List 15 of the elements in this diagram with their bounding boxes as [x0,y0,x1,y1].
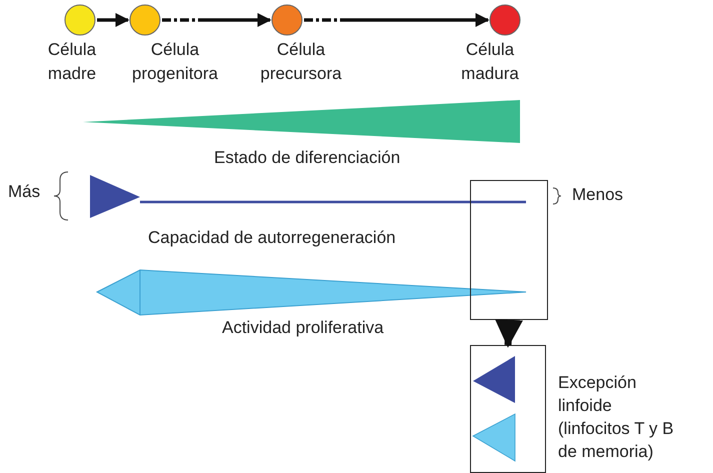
scale-label: Menos [572,185,624,205]
arrow [495,319,523,348]
note-text: Excepción linfoide (linfocitos T y B de memoria) [558,372,675,463]
scale-label: Más [8,182,40,202]
arrow [162,13,272,27]
frame-box [470,180,548,320]
cell-label: Célula madre [46,39,98,85]
arrow [304,13,490,27]
axis-caption: Estado de diferenciación [214,148,400,168]
arrow [97,13,130,27]
axis-caption: Capacidad de autorregeneración [148,228,396,248]
axis-caption: Actividad proliferativa [222,318,384,338]
cell-label: Célula madura [460,39,520,85]
cell-label: Célula precursora [259,39,343,85]
cell-label: Célula progenitora [130,39,219,85]
